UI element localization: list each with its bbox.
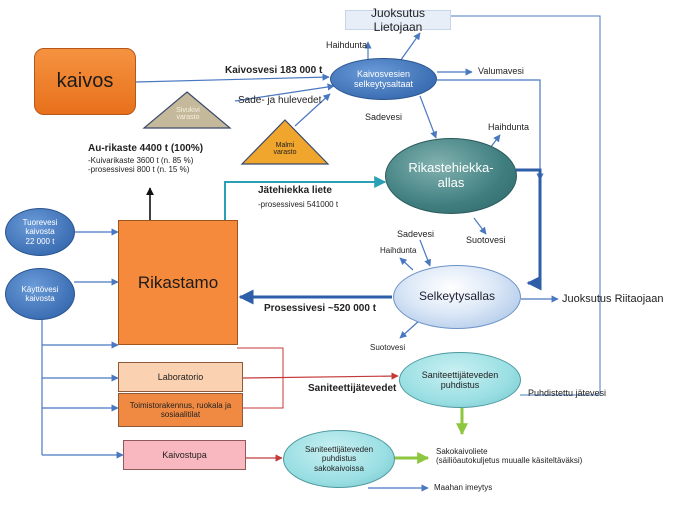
rikastehiekka-label-line2: allas <box>437 175 465 190</box>
jatehiekka-prosessivesi-label: -prosessivesi 541000 t <box>258 200 339 209</box>
rikastehiekka-label-line1: Rikastehiekka- <box>408 160 494 176</box>
malmi-label-line2: varasto <box>273 149 297 156</box>
rikastamo-label: Rikastamo <box>137 272 219 292</box>
flow-sadevesi-2 <box>419 239 432 267</box>
puhdistus-label-line1: Saniteettijäteveden <box>421 369 499 380</box>
suotovesi-2-label: Suotovesi <box>370 343 406 352</box>
flow-sanitary-main <box>242 372 399 380</box>
flow-to-rikastehiekka <box>419 95 438 139</box>
kayttovesi-label-line1: Käyttövesi <box>21 284 59 294</box>
sivukivi-label-line1: Sivukivi <box>176 107 200 114</box>
flow-rikaste-to-selkeytys <box>516 168 542 291</box>
rikastehiekka-allas-node: Rikastehiekka- allas <box>385 138 517 214</box>
suotovesi-1-label: Suotovesi <box>466 235 506 245</box>
flow-suotovesi-2 <box>399 319 421 339</box>
puhdistettu-jatevesi-label: Puhdistettu jätevesi <box>528 388 607 398</box>
prosessivesi-label: Prosessivesi ~520 000 t <box>264 303 377 314</box>
sivukivi-label-line2: varasto <box>176 114 200 121</box>
selkeytysallas-node: Selkeytysallas <box>393 265 521 329</box>
flow-kaivosvesi <box>135 73 330 83</box>
sivukivi-label: Sivukivi varasto <box>168 107 208 121</box>
flow-haihdunta-3 <box>399 257 414 271</box>
tuorevesi-node: Tuorevesi kaivosta 22 000 t <box>5 208 75 256</box>
kaivos-label: kaivos <box>56 70 114 92</box>
kaivostupa-box: Kaivostupa <box>123 440 246 470</box>
valumavesi-label: Valumavesi <box>478 66 524 76</box>
sakokaivoissa-label-line3: sakokaivoissa <box>314 463 364 473</box>
malmi-label: Malmi varasto <box>265 142 305 156</box>
tuorevesi-label-line3: 22 000 t <box>25 236 55 246</box>
malmi-label-line1: Malmi <box>275 142 295 149</box>
juoksutus-lietojaan-box: Juoksutus Lietojaan <box>345 6 451 34</box>
toimisto-label-line2: sosiaalitilat <box>160 410 201 419</box>
malmi-varasto-triangle <box>240 119 330 165</box>
flow-sanitary-toimisto <box>243 378 284 409</box>
flow-sade-hulevedet <box>234 83 335 102</box>
kaivostupa-label: Kaivostupa <box>162 450 207 460</box>
saniteettijateveden-puhdistus-node: Saniteettijäteveden puhdistus <box>399 352 521 408</box>
au-rikaste-block: Au-rikaste 4400 t (100%) -Kuivarikaste 3… <box>88 143 203 174</box>
tuorevesi-label-line2: kaivosta <box>25 227 55 237</box>
au-rikaste-title: Au-rikaste 4400 t (100%) <box>88 143 204 154</box>
sade-hulevedet-label: Sade- ja hulevedet <box>238 95 322 106</box>
au-rikaste-line1: -Kuivarikaste 3600 t (n. 85 %) <box>88 156 194 165</box>
kaivosvesien-selkeytysaltaat-node: Kaivosvesien selkeytysaltaat <box>330 58 437 100</box>
kaivosvesien-label-line1: Kaivosvesien <box>356 68 411 79</box>
haihdunta-2-label: Haihdunta <box>488 122 530 132</box>
jatehiekka-liete-label: Jätehiekka liete <box>258 185 332 196</box>
sakokaivoissa-label-line1: Saniteettijäteveden <box>304 445 374 455</box>
kaivosvesi-label: Kaivosvesi 183 000 t <box>225 65 323 76</box>
juoksutus-riitaojaan-label: Juoksutus Riitaojaan <box>562 293 664 305</box>
selkeytysallas-label: Selkeytysallas <box>418 289 496 304</box>
rikastamo-box: Rikastamo <box>118 220 238 345</box>
sakokaivoliete-line2: (säiliöautokuljetus muualle käsiteltäväk… <box>436 456 583 465</box>
sakokaivoliete-line1: Sakokaivoliete <box>436 447 488 456</box>
sadevesi-2-label: Sadevesi <box>397 229 435 239</box>
sivukivi-varasto-triangle <box>142 91 232 129</box>
tuorevesi-label-line1: Tuorevesi <box>22 218 58 228</box>
flow-right-loop <box>437 79 544 181</box>
haihdunta-3-label: Haihdunta <box>380 246 417 255</box>
juoksutus-lietojaan-label: Juoksutus Lietojaan <box>370 6 426 34</box>
sakokaivoissa-node: Saniteettijäteveden puhdistus sakokaivoi… <box>283 430 395 488</box>
kaivosvesien-label-line2: selkeytysaltaat <box>353 79 414 89</box>
kayttovesi-node: Käyttövesi kaivosta <box>5 268 75 320</box>
sadevesi-1-label: Sadevesi <box>365 112 403 122</box>
toimistorakennus-box: Toimistorakennus, ruokala ja sosiaalitil… <box>118 393 243 427</box>
flow-suotovesi-1 <box>473 217 487 235</box>
maahan-imeytys-label: Maahan imeytys <box>434 483 493 492</box>
puhdistus-label-line2: puhdistus <box>440 380 480 390</box>
toimisto-label-line1: Toimistorakennus, ruokala ja <box>129 401 232 410</box>
au-rikaste-line2: -prosessivesi 800 t (n. 15 %) <box>88 165 190 174</box>
laboratorio-box: Laboratorio <box>118 362 243 392</box>
haihdunta-top-label: Haihdunta <box>326 40 368 50</box>
kaivos-box: kaivos <box>34 48 136 115</box>
kayttovesi-label-line2: kaivosta <box>25 294 55 303</box>
laboratorio-label: Laboratorio <box>157 372 204 382</box>
flow-sanitary-rikastamo <box>237 347 284 378</box>
sakokaivoliete-block: Sakokaivoliete (säiliöautokuljetus muual… <box>436 447 582 465</box>
sakokaivoissa-label-line2: puhdistus <box>321 454 357 464</box>
saniteettijatevedet-label: Saniteettijätevedet <box>308 383 397 394</box>
flow-jatehiekka-liete <box>224 176 387 220</box>
flow-malmi-up <box>294 93 331 127</box>
